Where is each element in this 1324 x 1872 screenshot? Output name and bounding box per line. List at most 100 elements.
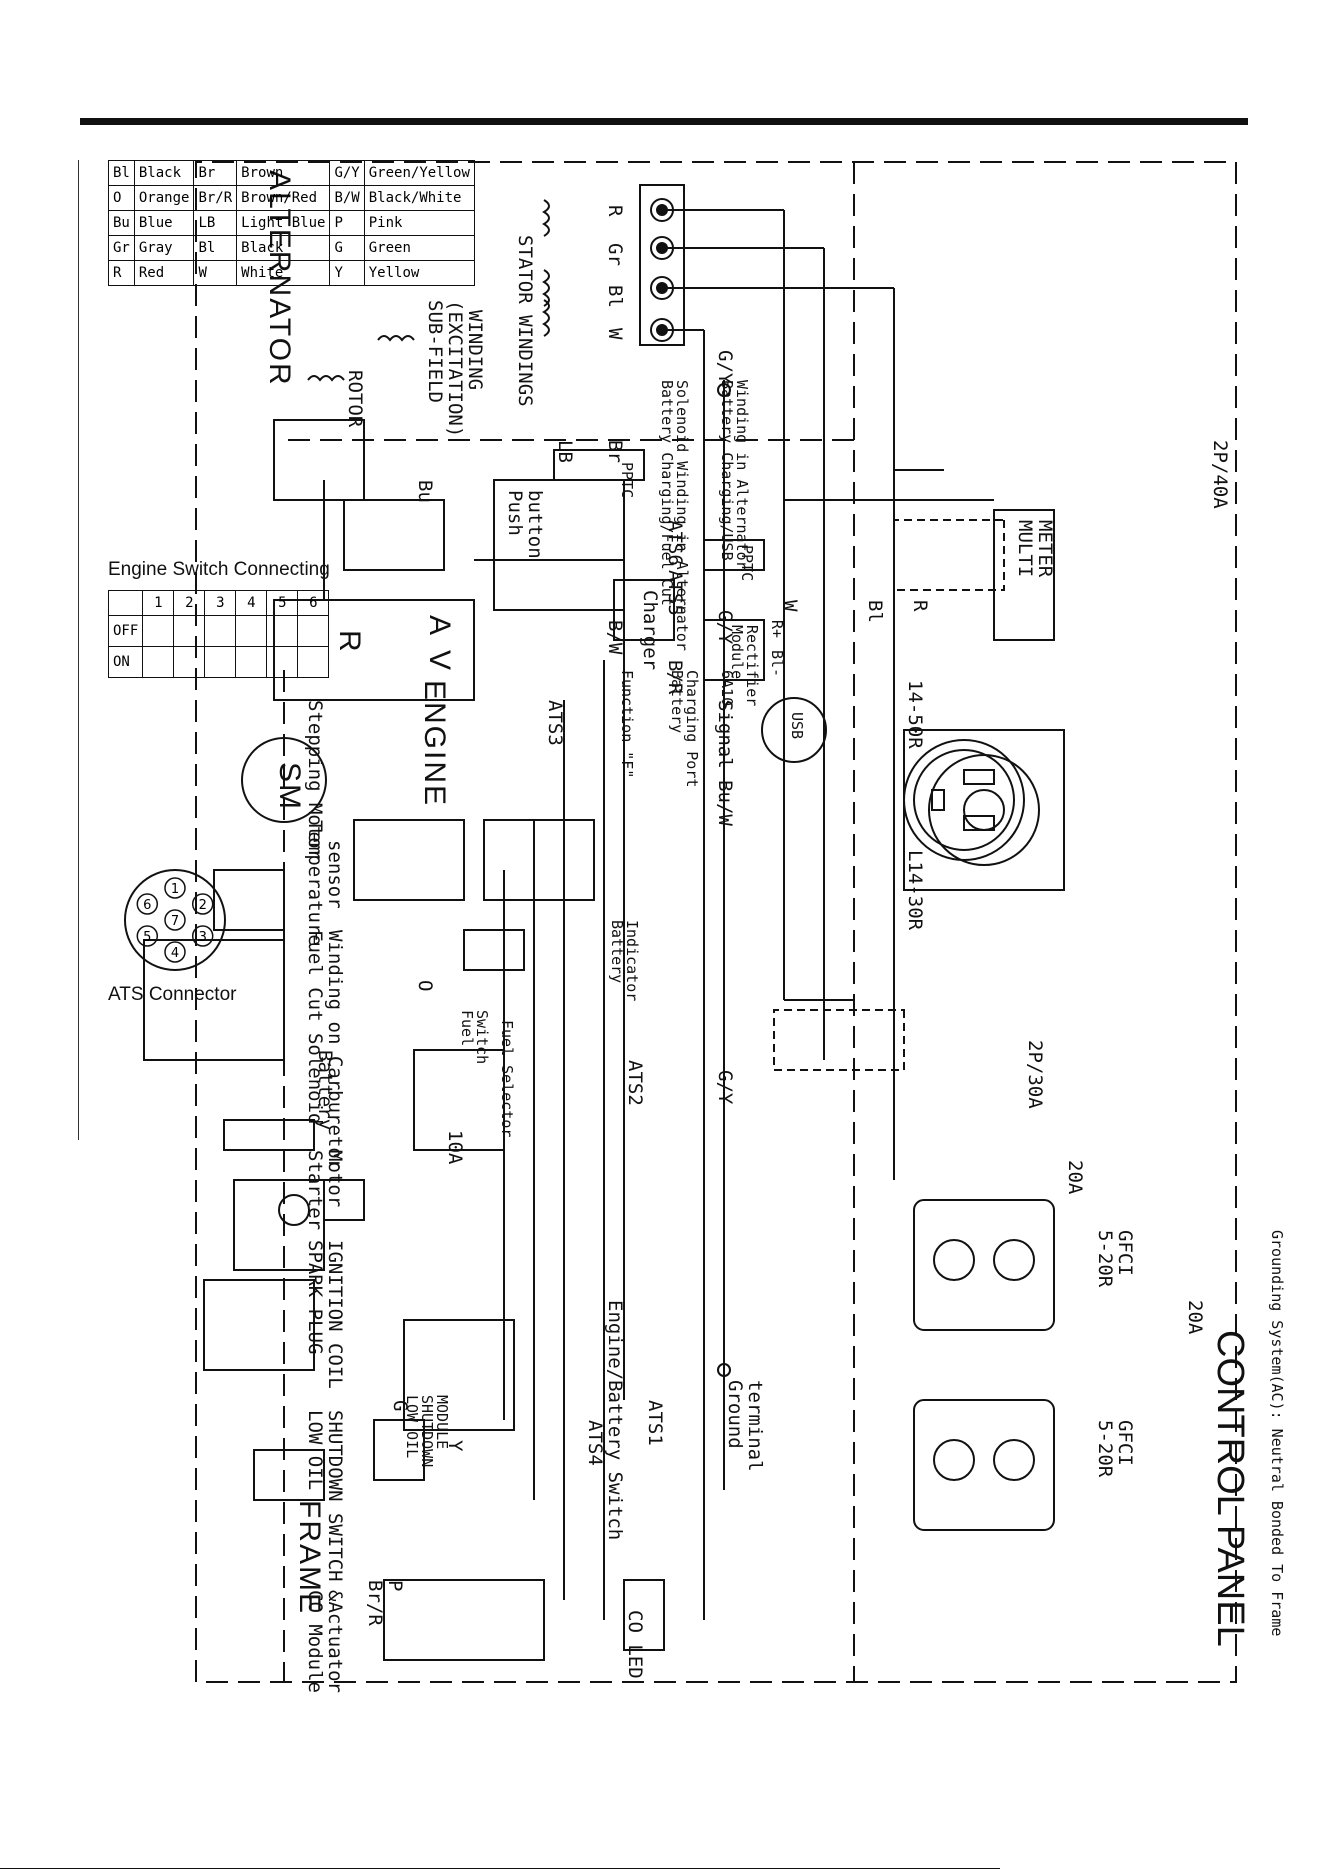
starter-2: Motor — [324, 1150, 346, 1208]
engine-switch-column: 2 — [173, 590, 206, 616]
connector-b — [353, 819, 465, 901]
engine-switch-cell — [235, 646, 268, 678]
low-oil-switch — [253, 1449, 325, 1501]
stator-coil-3 — [542, 299, 550, 337]
gfci-2-outlet-b — [933, 1439, 975, 1481]
engine-switch-cell — [204, 646, 237, 678]
function-f: Function "F" — [618, 670, 636, 779]
engine-switch-cell — [142, 646, 175, 678]
temp-sensor-1: Temperature — [304, 820, 326, 946]
ats-connector-label: ATS Connector — [108, 984, 237, 1005]
low-oil-module-2: SHUTDOWN — [418, 1395, 436, 1468]
legend-color-name: Black — [236, 235, 331, 261]
rectifier-box — [703, 619, 765, 681]
engine-switch-column: 1 — [142, 590, 175, 616]
legend-color-name: Green/Yellow — [363, 160, 475, 186]
rectifier-label-1: Rectifier — [743, 625, 761, 707]
wire-label-p: P — [384, 1580, 406, 1592]
engine-switch-cell — [266, 615, 299, 647]
rotor-box — [273, 419, 365, 501]
engine-switch-row: ON — [107, 646, 330, 678]
wire-label-w-2: W — [779, 600, 801, 612]
multimeter-box — [993, 509, 1055, 641]
wire-label-bl-2: Bl — [864, 600, 886, 623]
engine-switch-title: Engine Switch Connecting — [108, 559, 330, 580]
engine-switch-cell — [204, 615, 237, 647]
wire-label-bu: Bu — [414, 480, 436, 503]
pptc-label-1: PPTC — [618, 462, 636, 499]
battery-indicator-1: Battery — [608, 920, 626, 984]
legend-code: R — [108, 260, 135, 286]
receptacle-1450-label: 14-50R — [904, 680, 926, 749]
co-led: CO LED — [624, 1610, 646, 1679]
engine-switch-state: OFF — [107, 615, 144, 647]
push-button-2: button — [524, 490, 546, 559]
connector-a — [483, 819, 595, 901]
receptacle-l1430-label: L14-30R — [904, 850, 926, 931]
battery-charging-usb-1: Battery Charging/USB — [718, 380, 736, 561]
ats1-label: ATS1 — [644, 1400, 666, 1446]
legend-code: Bl — [193, 235, 238, 261]
battery-charging-usb-2: Winding in Alternator — [733, 380, 751, 570]
gfci-label-2a: 5-20R — [1094, 1420, 1116, 1478]
pptc-2 — [703, 539, 765, 571]
legend-code: G/Y — [329, 160, 365, 186]
avr-a: A — [423, 615, 456, 638]
gfci-2 — [913, 1399, 1055, 1531]
engine-switch-cell — [297, 646, 330, 678]
co-module-1: CO Module — [304, 1590, 326, 1693]
fuse-10a: 10A — [444, 1130, 466, 1165]
engine-switch-column: 6 — [297, 590, 330, 616]
rotor-label: ROTOR — [344, 370, 366, 428]
engine-switch-state: ON — [107, 646, 144, 678]
subfield-1: SUB-FIELD — [424, 300, 446, 403]
ats4-label: ATS4 — [584, 1420, 606, 1466]
wire-label-blminus: Bl- — [768, 650, 786, 678]
legend-code: LB — [193, 210, 238, 236]
fuel-switch-2: Switch — [473, 1010, 491, 1065]
wire-label-rplus: R+ — [768, 620, 786, 639]
receptacle-l14-30r — [928, 754, 1040, 866]
engine-switch-cell — [266, 646, 299, 678]
wire-label-gy: G/Y — [714, 350, 736, 385]
low-oil-module — [373, 1419, 425, 1481]
legend-color-name: Gray — [133, 235, 195, 261]
engine-switch-cell — [173, 646, 206, 678]
starter-1: Starter — [304, 1150, 326, 1231]
legend-color-name: Blue — [133, 210, 195, 236]
wire-label-y: Y — [444, 1440, 466, 1452]
stator-terminal-block — [639, 184, 685, 346]
legend-color-name: Orange — [133, 185, 195, 211]
breaker-2p40a — [893, 519, 1005, 591]
signal-label: Signal Bu/W — [714, 700, 736, 826]
legend-code: Br/R — [193, 185, 238, 211]
engine-switch-column: 4 — [235, 590, 268, 616]
wire-label-r-2: R — [909, 600, 931, 612]
battery-label: Battery — [314, 1050, 336, 1131]
avr-connector — [343, 499, 445, 571]
wire-label-lb: LB — [554, 440, 576, 463]
ats5-label: ATS5 — [664, 570, 686, 616]
legend-color-name: Light Blue — [236, 210, 331, 236]
usb-port — [761, 697, 827, 763]
stepping-motor — [241, 737, 327, 823]
legend-code: Br — [193, 160, 238, 186]
starter-motor-box — [233, 1179, 325, 1271]
avr-v: V — [423, 650, 456, 673]
engine-switch-cell — [173, 615, 206, 647]
gfci-2-outlet-a — [993, 1439, 1035, 1481]
left-margin-line — [78, 160, 79, 1140]
legend-color-name: White — [236, 260, 331, 286]
fuse-20a-1: 20A — [1064, 1160, 1086, 1195]
fuse-10a-box — [323, 1179, 365, 1221]
ignition-coil-box — [203, 1279, 315, 1371]
spark-plug-1: SPARK PLUG — [304, 1240, 326, 1355]
stator-coil-2 — [542, 269, 550, 307]
